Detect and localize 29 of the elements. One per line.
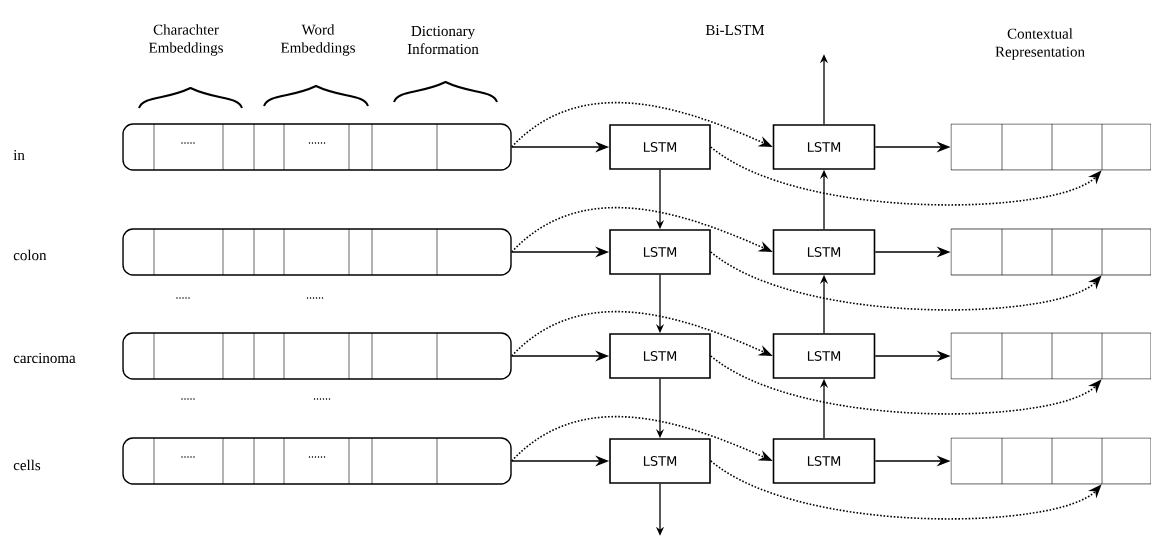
ellipsis: ..... (176, 297, 190, 299)
embedding-vector: ..... ...... (122, 123, 512, 171)
output-vector (950, 123, 1151, 171)
word-label: colon (13, 249, 47, 261)
column-heading: Dictionary Information (407, 25, 479, 55)
embedding-vector (122, 332, 512, 380)
ellipsis: ...... (306, 297, 324, 299)
lstm-box: LSTM (772, 124, 876, 170)
column-heading: Word Embeddings (280, 24, 355, 56)
embedding-vector (122, 228, 512, 276)
output-vector (950, 437, 1151, 485)
word-label: carcinoma (13, 352, 76, 364)
lstm-box: LSTM (609, 333, 711, 379)
column-heading: Charachter Embeddings (148, 24, 223, 56)
layer-heading: Bi-LSTM (705, 24, 765, 36)
lstm-box: LSTM (609, 124, 711, 170)
embedding-vector: ..... ...... (122, 437, 512, 485)
ellipsis: ..... (181, 398, 195, 400)
output-vector (950, 332, 1151, 380)
lstm-box: LSTM (609, 229, 711, 275)
output-vector (950, 228, 1151, 276)
column-heading: Contextual Representation (995, 28, 1085, 60)
word-label: in (13, 150, 25, 160)
lstm-box: LSTM (772, 438, 876, 484)
word-label: cells (13, 459, 41, 471)
lstm-box: LSTM (772, 229, 876, 275)
lstm-box: LSTM (772, 333, 876, 379)
ellipsis: ...... (313, 398, 331, 400)
lstm-box: LSTM (609, 438, 711, 484)
